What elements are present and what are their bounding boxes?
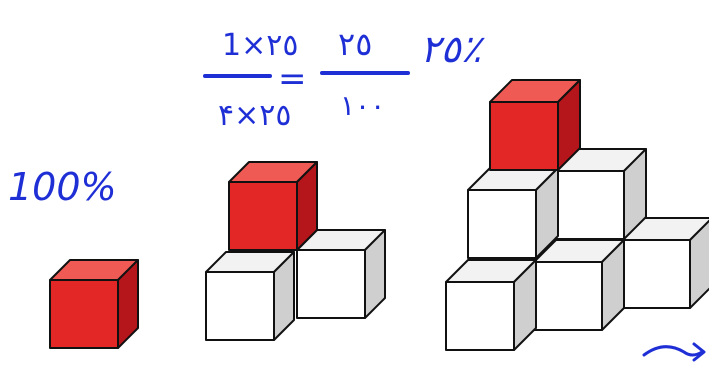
cube-front-face [621, 239, 691, 309]
cube-front-face [533, 261, 603, 331]
white-cube [533, 239, 625, 331]
cube-front-face [296, 249, 366, 319]
white-cube [296, 229, 386, 319]
white-cube [621, 217, 709, 309]
red-cube [228, 161, 318, 251]
equals-sign: = [278, 59, 307, 99]
red-cube [49, 259, 139, 349]
cube-front-face [467, 189, 537, 259]
cube-front-face [445, 281, 515, 351]
cube-front-face [489, 101, 559, 171]
handwritten-annotations: 100% 1×٢٥ ۴×٢٥ = ٢٥ ١٠٠ ٢٥٪ [8, 25, 706, 362]
fraction-right-numerator: ٢٥ [338, 25, 372, 63]
white-cube [467, 167, 559, 259]
result-text: ٢٥٪ [420, 27, 485, 71]
percent-label: 100% [8, 165, 117, 209]
fraction-left-denominator: ۴×٢٥ [218, 98, 291, 133]
figure-four-cube-stack [205, 161, 386, 341]
arrow-mark [642, 342, 706, 362]
fraction-left-numerator: 1×٢٥ [222, 28, 298, 63]
cube-front-face [205, 271, 275, 341]
cube-front-face [228, 181, 298, 251]
figure-single-cube [49, 259, 139, 349]
cube-front-face [555, 170, 625, 240]
figure-large-stack [445, 79, 709, 351]
white-cube [445, 259, 537, 351]
cube-figures [49, 79, 709, 351]
fraction-right-denominator: ١٠٠ [340, 89, 385, 122]
cube-front-face [49, 279, 119, 349]
white-cube [205, 251, 295, 341]
red-cube [489, 79, 581, 171]
white-cube [555, 148, 647, 240]
